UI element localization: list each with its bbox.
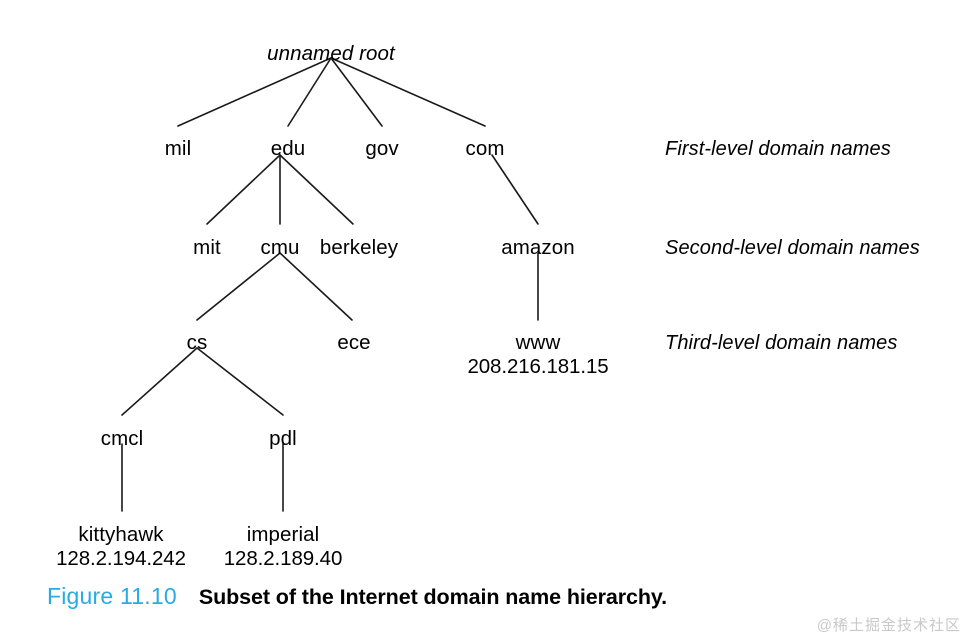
- level-annotation-2: Second-level domain names: [665, 237, 920, 259]
- tree-edge-group: [121, 57, 539, 512]
- tree-node-com: com: [465, 137, 505, 161]
- level-annotation-3: Third-level domain names: [665, 332, 898, 354]
- tree-node-label-mil: mil: [164, 137, 192, 160]
- tree-edge-com-to-amazon: [491, 154, 539, 225]
- tree-node-label-pdl: pdl: [269, 427, 297, 450]
- tree-node-pdl: pdl: [269, 427, 297, 451]
- tree-node-label-www: www: [515, 331, 561, 354]
- tree-node-cmcl: cmcl: [100, 427, 144, 451]
- tree-node-label-edu: edu: [270, 137, 306, 160]
- tree-node-label-cmcl: cmcl: [100, 427, 144, 450]
- tree-node-ece: ece: [337, 331, 371, 355]
- tree-edge-cs-to-pdl: [196, 347, 284, 416]
- tree-node-label-berkeley: berkeley: [319, 236, 399, 259]
- tree-node-ip-www: 208.216.181.15: [467, 354, 609, 378]
- tree-node-amazon: amazon: [501, 236, 575, 260]
- tree-node-label-gov: gov: [365, 137, 399, 160]
- tree-node-cmu: cmu: [260, 236, 300, 260]
- tree-edge-cs-to-cmcl: [121, 347, 198, 416]
- domain-hierarchy-tree: unnamed root mil edu gov com mit cmu berkeley am…: [56, 42, 920, 571]
- tree-edge-edu-to-mit: [206, 154, 281, 225]
- tree-node-edu: edu: [270, 137, 306, 161]
- watermark-text: @稀土掘金技术社区: [816, 617, 961, 634]
- tree-node-label-com: com: [465, 137, 505, 160]
- tree-edges-svg: [121, 57, 539, 512]
- tree-node-cs: cs: [186, 331, 208, 355]
- tree-node-root: unnamed root: [267, 42, 395, 66]
- figure-caption: Figure 11.10 Subset of the Internet doma…: [47, 583, 667, 610]
- tree-node-label-amazon: amazon: [501, 236, 575, 259]
- tree-node-berkeley: berkeley: [319, 236, 399, 260]
- tree-node-label-cs: cs: [186, 331, 208, 354]
- tree-edge-cmu-to-cs: [196, 252, 281, 321]
- tree-edge-root-to-gov: [330, 57, 383, 127]
- tree-node-label-imperial: imperial: [246, 523, 320, 546]
- tree-edge-edu-to-berkeley: [279, 154, 354, 225]
- tree-edge-root-to-edu: [287, 57, 332, 127]
- tree-node-label-root: unnamed root: [267, 42, 395, 65]
- tree-node-ip-imperial: 128.2.189.40: [223, 546, 343, 570]
- tree-node-label-kittyhawk: kittyhawk: [78, 523, 164, 546]
- tree-edge-cmu-to-ece: [279, 252, 353, 321]
- tree-edge-root-to-mil: [177, 57, 332, 127]
- level-annotation-1: First-level domain names: [665, 138, 891, 160]
- tree-node-ip-kittyhawk: 128.2.194.242: [56, 546, 186, 570]
- tree-node-label-cmu: cmu: [260, 236, 300, 259]
- tree-node-mit: mit: [193, 236, 221, 260]
- tree-edge-root-to-com: [330, 57, 486, 127]
- tree-node-mil: mil: [164, 137, 192, 161]
- figure-title: Subset of the Internet domain name hiera…: [198, 585, 668, 609]
- tree-node-label-mit: mit: [193, 236, 221, 259]
- figure-number: Figure 11.10: [47, 583, 177, 609]
- tree-node-label-ece: ece: [337, 331, 371, 354]
- tree-node-gov: gov: [365, 137, 399, 161]
